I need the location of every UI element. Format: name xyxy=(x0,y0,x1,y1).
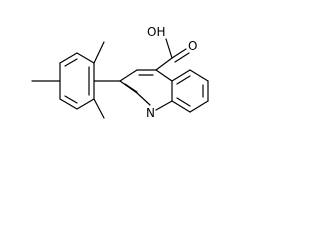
double-bond-inner xyxy=(176,75,191,85)
bond xyxy=(155,69,173,82)
bond xyxy=(155,57,173,71)
bond xyxy=(59,52,78,64)
bond xyxy=(59,98,78,110)
bond xyxy=(136,92,151,106)
double-bond-inner xyxy=(176,97,191,107)
quinoline-benzo-ring xyxy=(171,69,209,113)
carboxylic-acid-group xyxy=(155,38,190,71)
bond xyxy=(171,100,191,113)
methyl-top xyxy=(93,41,105,64)
double-bond-inner xyxy=(124,83,138,93)
bond xyxy=(76,52,95,64)
atom-label-oh: OH xyxy=(147,25,165,39)
double-bond-inner xyxy=(64,58,78,67)
quinoline-pyridine-ring xyxy=(119,69,173,111)
structure-diagram: OH O N xyxy=(31,25,209,120)
bond xyxy=(119,69,138,82)
bond xyxy=(155,100,173,111)
atom-label-carbonyl-o: O xyxy=(188,39,197,53)
double-bond-inner xyxy=(174,52,190,63)
atom-label-ring-n: N xyxy=(146,106,155,120)
mesityl-ring xyxy=(59,52,95,110)
bond xyxy=(189,100,209,113)
bond xyxy=(76,98,95,110)
methyl-groups xyxy=(31,41,105,119)
bond xyxy=(165,38,173,59)
methyl-bottom xyxy=(93,98,105,119)
double-bond-inner xyxy=(171,48,187,59)
double-bond-inner xyxy=(64,95,78,104)
bond xyxy=(189,69,209,82)
bond xyxy=(171,69,191,82)
